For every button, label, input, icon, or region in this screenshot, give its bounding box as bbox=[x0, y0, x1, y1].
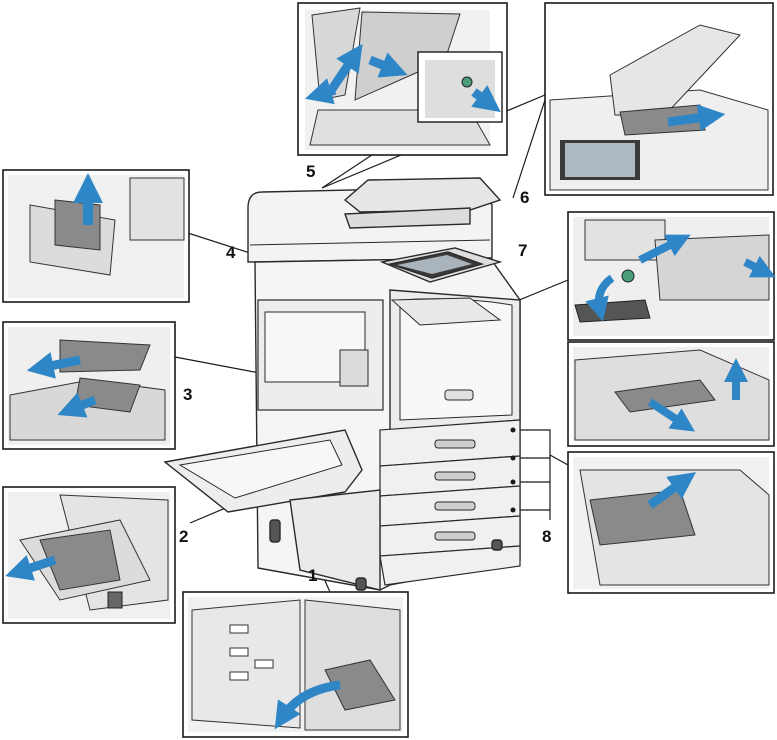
inset-lower-left-door bbox=[182, 591, 409, 738]
callout-6: 6 bbox=[520, 188, 530, 207]
callout-5: 5 bbox=[306, 162, 316, 181]
callout-7: 7 bbox=[518, 241, 528, 260]
callout-1: 1 bbox=[308, 566, 318, 585]
inset-finisher-upper bbox=[567, 211, 776, 341]
inset-fuser-area bbox=[2, 169, 190, 303]
printer-body bbox=[163, 177, 521, 591]
inset-transfer-rollers bbox=[2, 321, 176, 450]
inset-finisher-lower bbox=[567, 341, 775, 447]
inset-document-feeder-cover bbox=[297, 2, 508, 156]
callout-8: 8 bbox=[542, 527, 552, 546]
callout-4: 4 bbox=[226, 243, 236, 262]
inset-paper-tray bbox=[567, 451, 775, 594]
callout-2: 2 bbox=[179, 527, 189, 546]
inset-bypass-tray bbox=[2, 486, 176, 624]
callout-3: 3 bbox=[183, 385, 193, 404]
inset-feeder-output bbox=[544, 2, 774, 196]
